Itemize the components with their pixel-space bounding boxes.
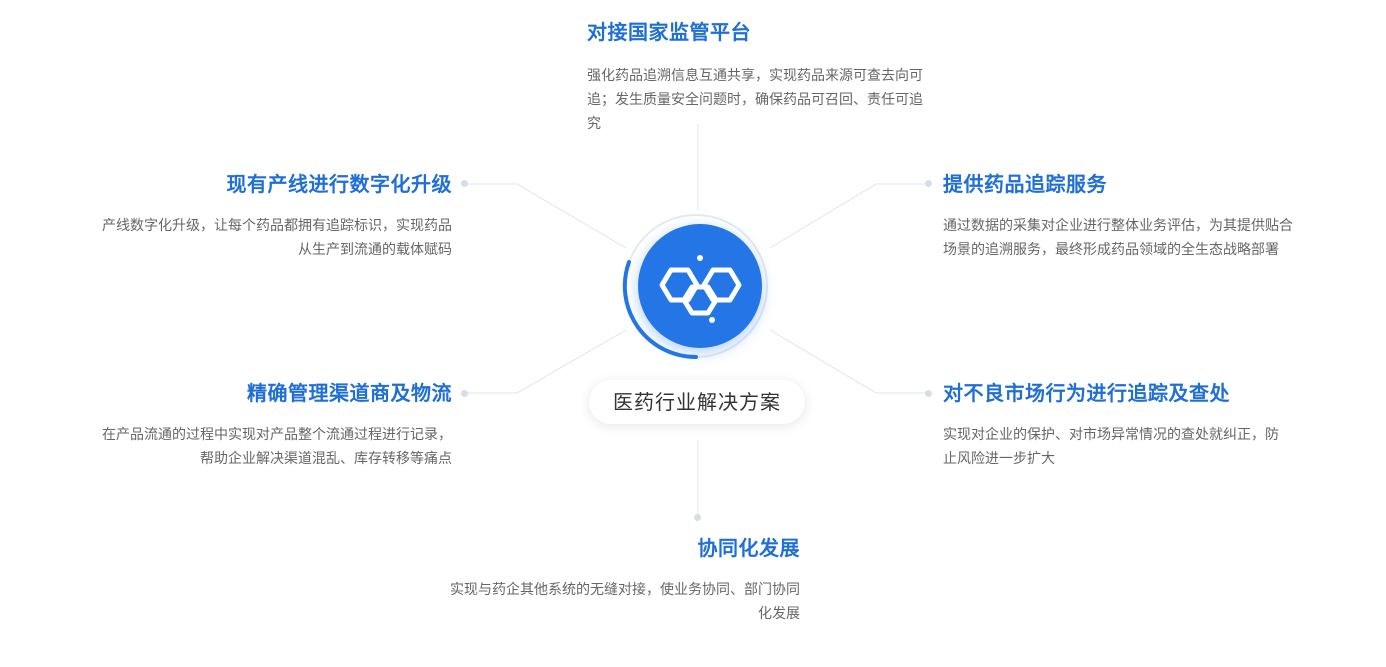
- connector-upper-left: [465, 183, 627, 249]
- node-upper-right-desc: 通过数据的采集对企业进行整体业务评估，为其提供贴合场景的追溯服务，最终形成药品领…: [943, 218, 1293, 258]
- node-upper-left-desc: 产线数字化升级，让每个药品都拥有追踪标识，实现药品从生产到流通的载体赋码: [102, 218, 452, 258]
- node-bottom-title: 协同化发展: [697, 536, 800, 560]
- node-bottom: 协同化发展 实现与药企其他系统的无缝对接，使业务协同、部门协同化发展: [440, 534, 800, 626]
- connector-lower-left: [465, 329, 627, 394]
- dot-upper-left: [461, 180, 468, 187]
- node-top-desc: 强化药品追溯信息互通共享，实现药品来源可查去向可追；发生质量安全问题时，确保药品…: [587, 68, 923, 132]
- node-top-title: 对接国家监管平台: [587, 20, 751, 44]
- node-upper-right: 提供药品追踪服务 通过数据的采集对企业进行整体业务评估，为其提供贴合场景的追溯服…: [943, 170, 1299, 262]
- node-lower-left-desc: 在产品流通的过程中实现对产品整个流通过程进行记录，帮助企业解决渠道混乱、库存转移…: [102, 427, 452, 467]
- node-upper-left: 现有产线进行数字化升级 产线数字化升级，让每个药品都拥有追踪标识，实现药品从生产…: [100, 170, 452, 262]
- connector-upper-right: [769, 183, 928, 249]
- node-upper-left-title: 现有产线进行数字化升级: [226, 172, 452, 196]
- dot-upper-right: [925, 180, 932, 187]
- node-lower-right-desc: 实现对企业的保护、对市场异常情况的查处就纠正，防止风险进一步扩大: [943, 427, 1279, 467]
- hub-ring: [622, 214, 768, 360]
- connector-lower-right: [769, 329, 928, 394]
- node-lower-left-title: 精确管理渠道商及物流: [247, 381, 452, 405]
- node-lower-left: 精确管理渠道商及物流 在产品流通的过程中实现对产品整个流通过程进行记录，帮助企业…: [92, 379, 452, 471]
- dot-bottom: [694, 514, 701, 521]
- molecule-hexagon-icon: [659, 255, 742, 323]
- node-lower-right: 对不良市场行为进行追踪及查处 实现对企业的保护、对市场异常情况的查处就纠正，防止…: [943, 379, 1283, 471]
- center-label: 医药行业解决方案: [589, 380, 805, 424]
- dot-lower-left: [461, 390, 468, 397]
- node-upper-right-title: 提供药品追踪服务: [943, 172, 1107, 196]
- node-bottom-desc: 实现与药企其他系统的无缝对接，使业务协同、部门协同化发展: [450, 582, 800, 622]
- node-top: 对接国家监管平台 强化药品追溯信息互通共享，实现药品来源可查去向可追；发生质量安…: [587, 18, 927, 136]
- dot-lower-right: [925, 390, 932, 397]
- node-lower-right-title: 对不良市场行为进行追踪及查处: [943, 381, 1230, 405]
